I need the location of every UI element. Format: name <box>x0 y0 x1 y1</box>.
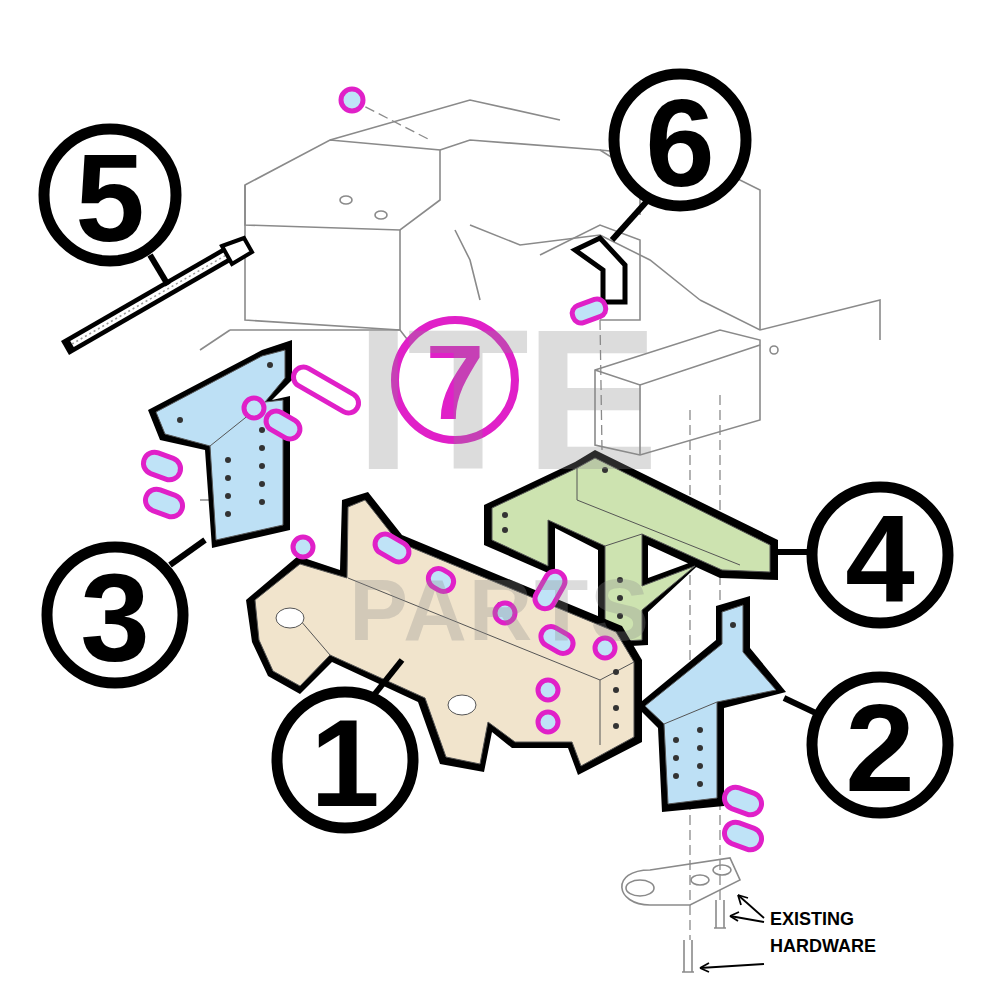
callout-number: 5 <box>75 135 145 260</box>
callout-number: 1 <box>310 700 380 825</box>
vehicle-frame <box>200 100 880 500</box>
callout-number: 4 <box>845 495 915 620</box>
watermark: PARTS <box>349 566 651 654</box>
callout-number: 6 <box>645 80 715 205</box>
callout-circles <box>44 74 948 828</box>
right-bracket <box>636 596 786 812</box>
tow-hook <box>622 858 740 972</box>
callout-number: 2 <box>845 685 915 810</box>
watermark: ITE <box>355 300 654 500</box>
clip-part <box>575 238 625 302</box>
hardware-note: EXISTING HARDWARE <box>770 906 895 960</box>
hardware-pointers <box>700 895 764 972</box>
callout-number: 3 <box>80 555 150 680</box>
